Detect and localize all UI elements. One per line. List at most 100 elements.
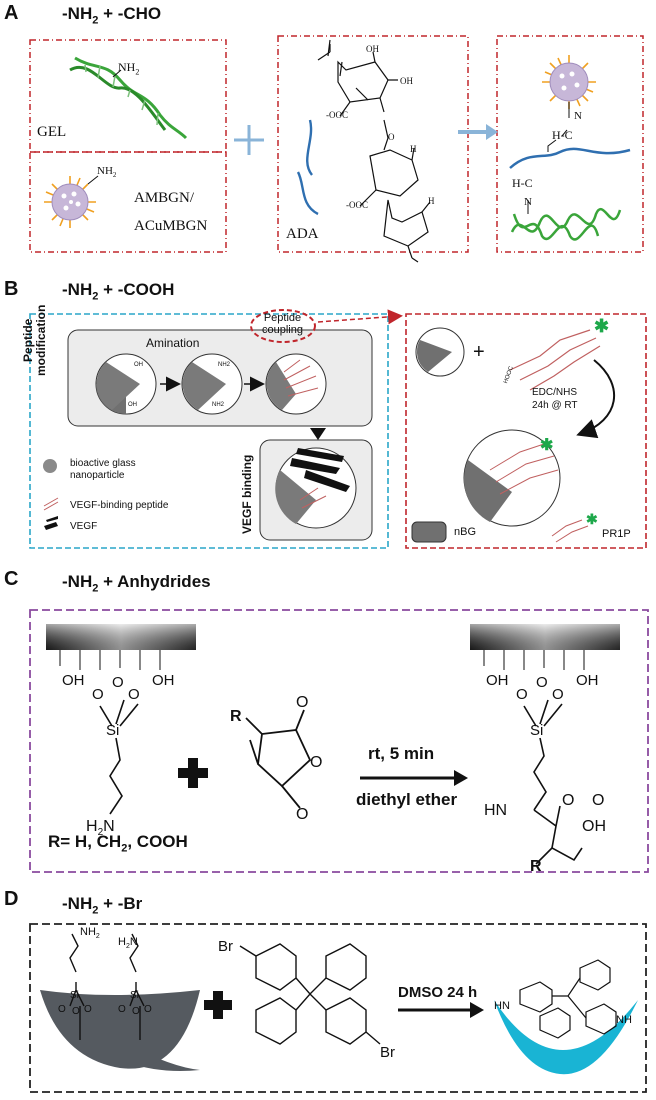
bioactive-glass-sphere-1: [95, 353, 157, 415]
ada-ooc-1: -OOC: [326, 110, 348, 120]
bioactive-glass-sphere-2: [181, 353, 243, 415]
d-hn-product: HN: [494, 1000, 510, 1012]
c-r-reagent: R: [230, 708, 242, 725]
c-h2n-left: H2N: [86, 818, 115, 839]
d-nh2-left: NH2: [80, 926, 100, 941]
ada-o-1: O: [388, 132, 395, 142]
tpe-dibromide-structure: [239, 943, 381, 1045]
d-br-top: Br: [218, 938, 233, 955]
c-r-definition: R= H, CH2, COOH: [48, 832, 188, 855]
panel-c-label: C: [4, 568, 19, 590]
sphere1-oh-2: OH: [128, 402, 137, 408]
peptide-coupling-highlight: [250, 309, 316, 343]
cyan-crescent-icon: [494, 1000, 638, 1075]
np-nh2-label: NH2: [97, 165, 117, 180]
schiff-n-top: N: [574, 110, 582, 122]
panel-a-arrow: [458, 124, 498, 140]
reaction-arrow-c: [360, 770, 468, 786]
gel-helix-icon: [69, 56, 188, 140]
ada-ooc-2: -OOC: [346, 200, 368, 210]
c-diethyl-label: diethyl ether: [356, 790, 458, 809]
c-o-product-2: O: [592, 792, 605, 809]
c-o-right-3: O: [552, 686, 564, 703]
d-o-4: O: [118, 1004, 126, 1015]
surface-slab-right: [470, 624, 620, 670]
nanoparticle-icon: [44, 175, 99, 228]
product-linker-c: [523, 699, 583, 865]
d-nh-product: NH: [616, 1014, 632, 1026]
panel-a-gel-box: [29, 39, 227, 153]
sphere2-nh2-1: NH2: [218, 362, 231, 368]
panel-c-box: [29, 609, 649, 873]
schiff-n-bottom: N: [524, 196, 532, 208]
d-o-5: O: [132, 1006, 140, 1017]
d-o-6: O: [144, 1004, 152, 1015]
product-tpe-d: [519, 959, 617, 1039]
c-o-left-3: O: [128, 686, 140, 703]
c-hn-product: HN: [484, 802, 508, 819]
d-si-right: Si: [130, 990, 139, 1001]
amination-label: Amination: [146, 336, 200, 350]
plus-b: +: [473, 341, 485, 363]
panel-d-label: D: [4, 888, 19, 910]
c-o-left-2: O: [112, 674, 124, 691]
panel-b-label: B: [4, 278, 19, 300]
panel-b-right-box: [405, 313, 647, 549]
panel-a-product-box: [496, 35, 644, 253]
legend-vegf-icon: [44, 516, 58, 530]
surface-linker-left: [99, 699, 139, 815]
d-h2n-right: H2N: [118, 936, 138, 951]
pr1p-star-icon: ✱: [594, 316, 609, 336]
nbg-sphere-large: [463, 429, 561, 527]
gel-label: GEL: [37, 124, 67, 140]
panel-d-box: [29, 923, 647, 1093]
d-br-bottom: Br: [380, 1044, 395, 1061]
panel-a-ambgn-box: [29, 151, 227, 253]
panel-d-title: -NH2 + -Br: [62, 894, 143, 917]
reaction-arrow-d: [398, 1002, 484, 1018]
c-o-product-1: O: [562, 792, 575, 809]
ada-polymer-icon: [296, 171, 319, 216]
d-o-3: O: [84, 1004, 92, 1015]
plus-sign-c: [178, 758, 208, 788]
legend-vegf-label: VEGF: [70, 521, 98, 532]
vegf-binding-label: VEGF binding: [240, 454, 254, 534]
schiff-hc-bottom: H-C: [512, 176, 533, 190]
c-rt-label: rt, 5 min: [368, 744, 435, 763]
silane-linker-d: [69, 933, 145, 1040]
legend-nbg-icon: [411, 521, 447, 543]
sphere2-nh2-2: NH2: [212, 402, 225, 408]
pr1p-star-icon-2: ✱: [540, 437, 553, 454]
d-dmso-label: DMSO 24 h: [398, 984, 478, 1001]
c-anhydride-o-top: O: [296, 694, 309, 711]
ada-structure: [306, 39, 431, 263]
c-oh-left-2: OH: [152, 672, 175, 689]
gray-crescent-body: [40, 990, 200, 1069]
bioactive-glass-sphere-3: [265, 353, 327, 415]
d-si-left: Si: [70, 990, 79, 1001]
highlight-arrow: [317, 309, 403, 325]
gel-nh2-label: NH2: [118, 60, 140, 77]
c-anhydride-o-bottom: O: [296, 806, 309, 823]
c-oh-product: OH: [582, 818, 606, 835]
ambgn-label-line2: ACuMBGN: [134, 218, 208, 234]
legend-peptide-icon: [43, 497, 59, 511]
nbg-sphere-small: [415, 327, 465, 377]
product-gel-helix-icon: [510, 207, 622, 241]
pr1p-peptide-chain: [509, 329, 601, 391]
pr1p-label: PR1P: [602, 528, 631, 540]
c-r-product: R: [530, 858, 542, 875]
panel-c-title: -NH2 + Anhydrides: [62, 572, 211, 595]
nbg-label: nBG: [454, 526, 477, 538]
ada-h-2: H: [428, 196, 435, 206]
ada-oh-2: OH: [400, 76, 413, 86]
c-o-right-1: O: [516, 686, 528, 703]
sphere1-oh-1: OH: [134, 362, 143, 368]
product-polymer-icon: [509, 147, 631, 169]
plus-sign-d: [204, 991, 232, 1019]
ada-oh-1: OH: [366, 44, 379, 54]
panel-b-left-box: [29, 313, 389, 549]
